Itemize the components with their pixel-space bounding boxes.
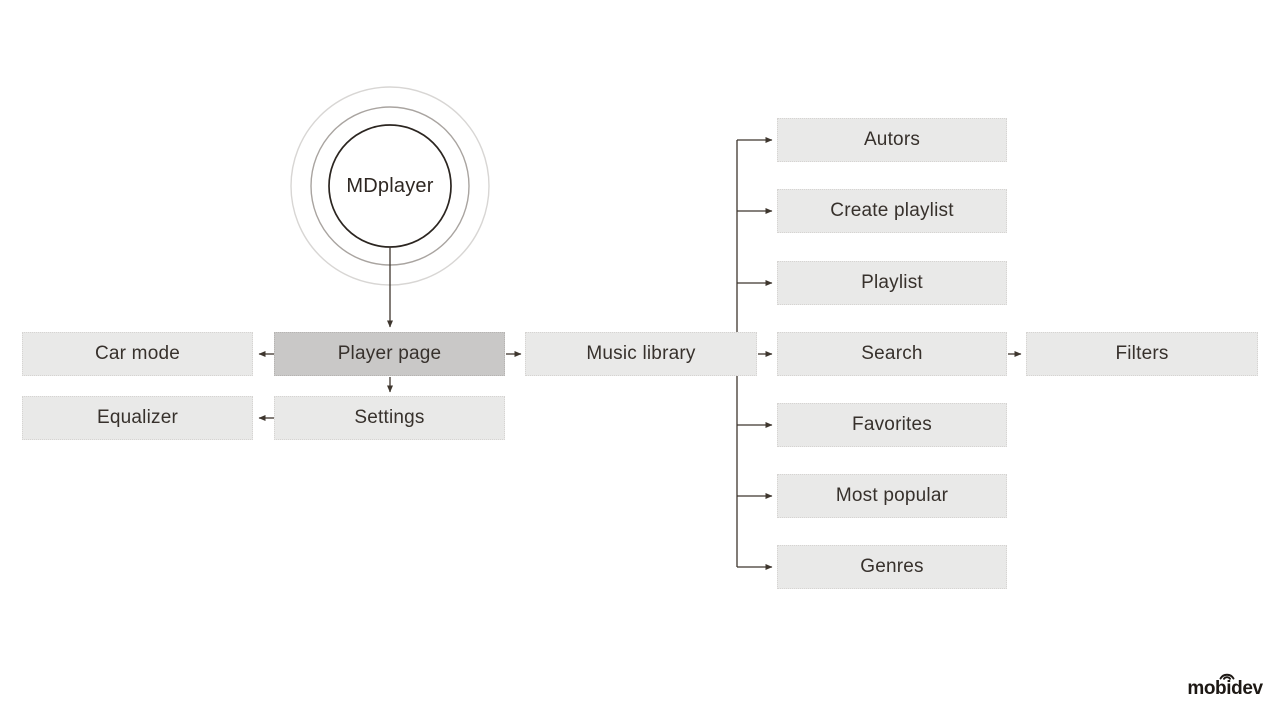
node-create-playlist: Create playlist <box>777 189 1007 233</box>
node-music-library: Music library <box>525 332 757 376</box>
node-playlist: Playlist <box>777 261 1007 305</box>
node-settings: Settings <box>274 396 505 440</box>
mobidev-logo: mobidev <box>1183 669 1267 703</box>
node-label: Player page <box>337 343 442 364</box>
node-label: Playlist <box>861 272 923 293</box>
node-label: Create playlist <box>830 200 954 221</box>
mobidev-logo-text: mobidev <box>1187 678 1263 699</box>
node-label: Music library <box>586 343 696 364</box>
node-filters: Filters <box>1026 332 1258 376</box>
node-genres: Genres <box>777 545 1007 589</box>
node-label: Filters <box>1115 343 1169 364</box>
node-label: Genres <box>860 556 924 577</box>
node-label: Most popular <box>835 485 949 506</box>
signal-icon <box>1219 673 1235 680</box>
node-equalizer: Equalizer <box>22 396 253 440</box>
node-search: Search <box>777 332 1007 376</box>
node-favorites: Favorites <box>777 403 1007 447</box>
root-node-mdplayer: MDplayer <box>329 166 451 206</box>
node-label: Search <box>861 343 923 364</box>
node-car-mode: Car mode <box>22 332 253 376</box>
node-label: Equalizer <box>96 407 178 428</box>
node-label: Favorites <box>852 414 932 435</box>
node-player-page: Player page <box>274 332 505 376</box>
node-most-popular: Most popular <box>777 474 1007 518</box>
node-autors: Autors <box>777 118 1007 162</box>
node-label: Car mode <box>94 343 181 364</box>
root-node-label: MDplayer <box>346 174 434 197</box>
node-label: Settings <box>354 407 425 428</box>
node-label: Autors <box>863 129 921 150</box>
